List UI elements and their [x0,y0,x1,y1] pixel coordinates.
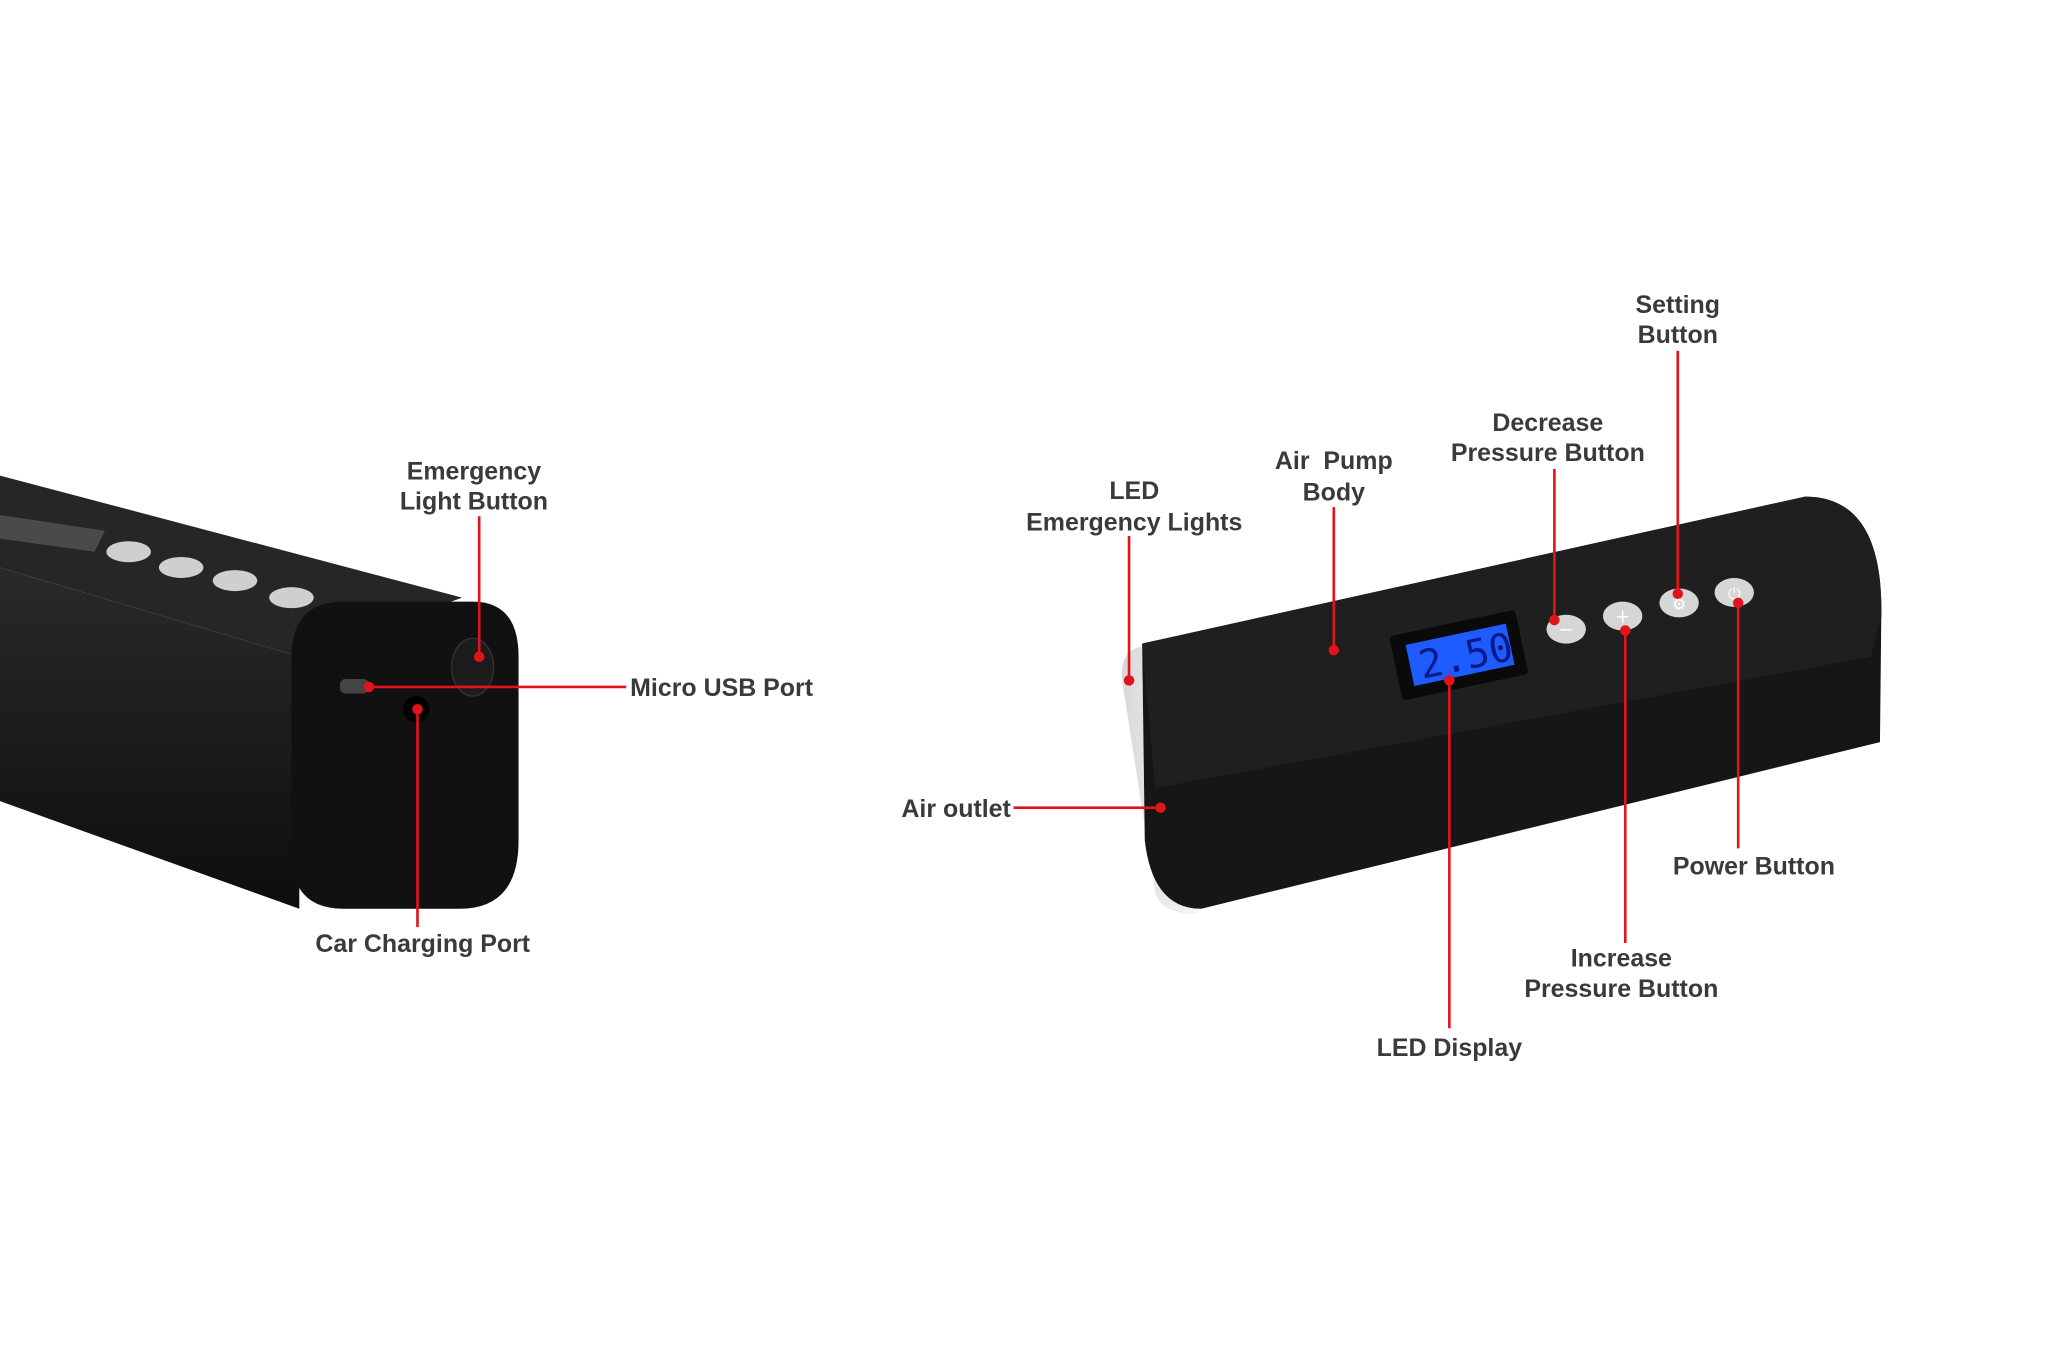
callout-label: Power Button [1673,853,1835,881]
callout-label: Light Button [400,488,548,516]
left-device-image [0,475,519,909]
callout-led-display: LED Display [1377,675,1523,1062]
callout-label: LED [1109,477,1159,505]
callout-decrease-pressure-button: Decrease Pressure Button [1451,409,1645,626]
callout-label: Car Charging Port [315,930,530,958]
callout-power-button: Power Button [1673,597,1835,881]
left-device-button [106,541,151,563]
callout-led-emergency-lights: LED Emergency Lights [1026,477,1242,686]
callout-air-outlet: Air outlet [901,795,1166,823]
callout-label: Decrease [1492,409,1603,437]
callout-car-charging-port: Car Charging Port [315,704,530,958]
left-device-button [158,556,204,578]
callout-air-pump-body: Air Pump Body [1275,447,1393,656]
callout-setting-button: Setting Button [1636,291,1721,599]
callout-emergency-light-button: Emergency Light Button [400,458,548,662]
callout-label: Air outlet [901,795,1010,823]
plus-icon: + [1615,607,1630,628]
lcd-screen [1405,623,1515,687]
increase-button-image [1602,601,1643,631]
gear-icon: ⚙ [1672,594,1686,613]
left-device-button [269,587,314,609]
callout-label: Emergency Lights [1026,509,1242,537]
callout-label: Increase [1571,945,1672,973]
micro-usb-port-image [340,679,369,694]
callout-label: Micro USB Port [630,674,813,702]
power-button-image [1714,577,1754,607]
callout-label: Pressure Button [1524,975,1718,1003]
callout-label: Pressure Button [1451,439,1645,467]
right-device-image: 2.50 − + ⚙ ⏻ [1121,496,1882,915]
callout-label: LED Display [1377,1034,1523,1062]
callout-increase-pressure-button: Increase Pressure Button [1524,625,1718,1003]
air-outlet-cap [1121,646,1202,915]
setting-button-image [1659,588,1699,618]
callout-label: Emergency [407,458,542,486]
callout-label: Button [1638,321,1718,349]
emergency-light-button-image [450,637,495,697]
left-device-display [0,514,106,552]
left-device-side [0,567,300,909]
callout-label: Body [1303,479,1365,507]
minus-icon: − [1558,620,1573,641]
callout-label: Air Pump [1275,447,1393,475]
left-device-button [212,570,258,592]
callout-micro-usb-port: Micro USB Port [363,674,813,702]
callout-label: Setting [1636,291,1721,319]
